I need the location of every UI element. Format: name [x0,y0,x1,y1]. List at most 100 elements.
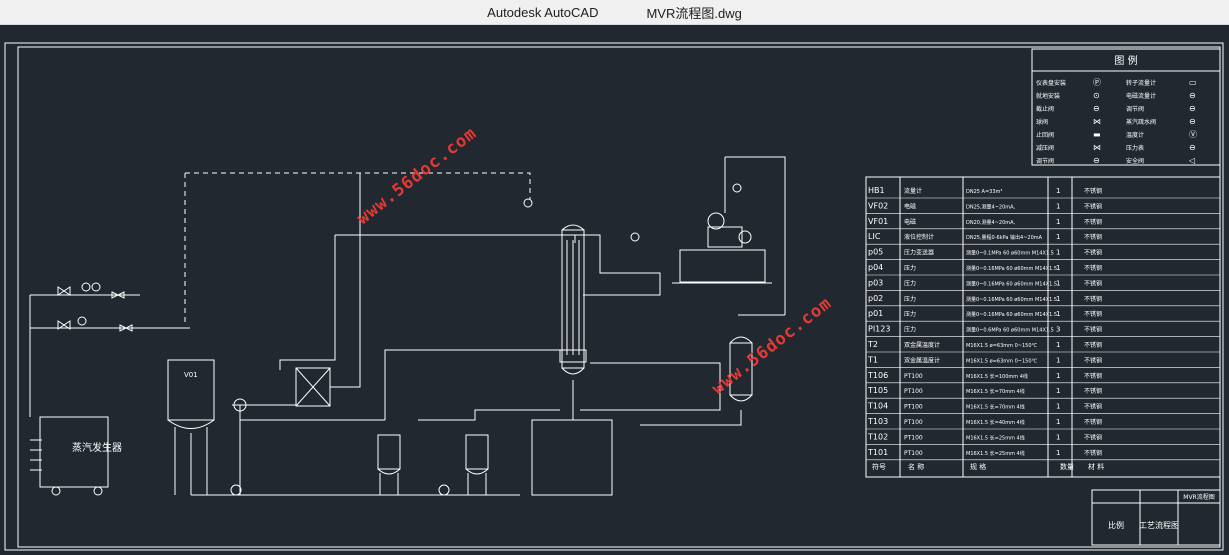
table-cell-qty: 1 [1056,449,1060,457]
table-cell-mat: 不锈钢 [1084,372,1102,380]
table-cell-spec: 测量0~0.16MPa 60 ø60mm M14X1.5 [966,265,1057,272]
table-cell-spec: M16X1.5 长=40mm 4线 [966,419,1025,426]
table-cell-qty: 1 [1056,279,1060,287]
legend-cell: 蒸汽疏水阀 [1126,118,1156,126]
evaporator-column [531,224,640,496]
table-cell-qty: 1 [1056,356,1060,364]
table-cell-mat: 不锈钢 [1084,279,1102,287]
table-cell-mat: 不锈钢 [1084,433,1102,441]
legend-cell: 减压阀 [1036,144,1054,152]
table-cell-tag: T102 [867,432,888,441]
table-cell-tag: T2 [867,340,878,349]
title-block [1091,489,1221,546]
table-cell-name: PT100 [904,373,923,380]
table-cell-qty: 1 [1056,310,1060,318]
table-header-name: 名 称 [908,462,924,471]
condensate-tank-2 [438,434,489,496]
table-cell-qty: 1 [1056,249,1060,257]
table-cell-name: 压力 [904,264,916,272]
control-signal-line [185,172,531,200]
table-header-seq: 符号 [872,462,886,471]
table-cell-name: 双金属温度计 [904,341,940,349]
table-cell-qty: 1 [1056,218,1060,226]
compressor [672,156,786,315]
table-cell-spec: DN20,测量4~20mA, [966,219,1016,226]
watermark-2: www.56doc.com [708,293,835,399]
legend-cell: ⊖ [1189,91,1196,100]
table-cell-mat: 不锈钢 [1084,387,1102,395]
table-cell-qty: 1 [1056,418,1060,426]
table-cell-spec: M16X1.5 长=70mm 4线 [966,404,1025,411]
table-cell-name: 双金属温度计 [904,356,940,364]
table-header-qty: 数量 [1060,462,1074,471]
table-cell-spec: M16X1.5 长=25mm 4线 [966,434,1025,441]
preheater [232,173,361,495]
table-cell-tag: p02 [868,294,883,303]
legend-cell: 止回阀 [1036,131,1054,139]
table-cell-spec: M16X1.5 长=70mm 4线 [966,388,1025,395]
title-block-field2: MVR流程图 [1183,493,1214,501]
table-cell-tag: p04 [868,263,883,272]
legend-cell: ⋈ [1093,143,1101,152]
steam-valves [57,282,133,332]
vapour-line [574,234,661,296]
table-cell-mat: 不锈钢 [1084,218,1102,226]
steam-generator [29,294,190,496]
table-header-mat: 材 料 [1088,462,1104,471]
legend-cell: 温度计 [1126,131,1144,139]
table-cell-qty: 1 [1056,341,1060,349]
file-name: MVR流程图.dwg [646,5,742,21]
table-cell-spec: M16X1.5 ø=63mm 0~150℃ [966,343,1037,349]
loop-line [580,362,721,411]
legend-cell: ▭ [1189,78,1197,87]
legend-cell: ⊖ [1093,104,1100,113]
table-cell-spec: 测量0~0.6MPa 60 ø60mm M14X1.5 [966,327,1054,334]
legend-box [1031,48,1221,166]
table-cell-qty: 3 [1056,326,1060,334]
table-cell-name: 电磁 [904,202,916,210]
table-cell-spec: M16X1.5 长=100mm 4线 [966,373,1028,380]
legend-cell: 仪表盘安装 [1036,79,1066,87]
feed-tank [167,359,520,496]
equipment-table [865,176,1221,478]
table-cell-mat: 不锈钢 [1084,449,1102,457]
table-cell-tag: HB1 [868,186,885,195]
table-cell-name: PT100 [904,388,923,395]
table-cell-tag: T1 [867,355,878,364]
table-cell-name: PT100 [904,450,923,457]
table-cell-mat: 不锈钢 [1084,249,1102,257]
legend-cell: 电磁流量计 [1126,92,1156,100]
table-cell-spec: M16X1.5 长=25mm 4线 [966,450,1025,457]
pipe-mid [384,349,560,420]
table-cell-qty: 1 [1056,387,1060,395]
table-cell-mat: 不锈钢 [1084,233,1102,241]
table-cell-name: 压力 [904,310,916,318]
table-cell-tag: VF01 [868,217,888,226]
table-header-spec: 规 格 [970,462,986,471]
table-cell-tag: T105 [867,386,888,395]
table-cell-name: 电磁 [904,218,916,226]
table-cell-spec: DN25,量程0-6kPa 输出4~20mA [966,234,1043,241]
table-cell-qty: 1 [1056,433,1060,441]
legend-cell: ⋈ [1093,117,1101,126]
legend-cell: 截止阀 [1036,105,1054,113]
table-cell-tag: PI123 [868,325,890,334]
legend-cell: 安全阀 [1126,157,1144,165]
table-cell-mat: 不锈钢 [1084,418,1102,426]
legend-cell: ⊖ [1189,117,1196,126]
table-cell-name: 液位控制计 [904,233,934,241]
feed-tank-label: V01 [184,371,198,379]
drawing-svg: 蒸汽发生器 V01 图 例 仪表盘安装Ⓟ转子流量计▭就地安装⊙电磁流量计⊖截止阀… [4,42,1224,551]
pipe-lower [418,409,560,421]
table-cell-tag: p05 [868,248,883,257]
legend-cell: Ⓟ [1093,78,1101,87]
legend-cell: ⊖ [1189,104,1196,113]
table-cell-qty: 1 [1056,295,1060,303]
table-cell-name: 压力变送器 [904,249,934,257]
legend-cell: 调节阀 [1126,105,1144,113]
legend-cell: 压力表 [1126,144,1144,152]
watermark-1: www.56doc.com [353,123,480,229]
legend-cell: ⊖ [1093,156,1100,165]
table-cell-spec: DN25,测量4~20mA, [966,203,1016,210]
